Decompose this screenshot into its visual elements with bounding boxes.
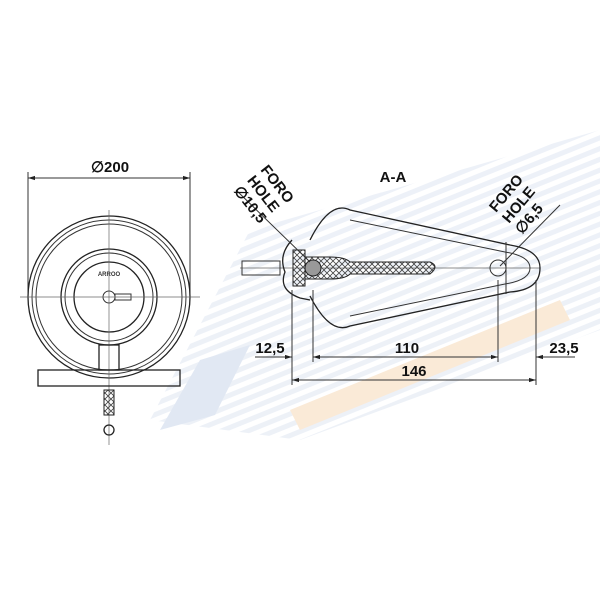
dim-left: 12,5 [255, 340, 284, 357]
dim-middle: 110 [395, 340, 419, 357]
watermark-logo [150, 130, 600, 440]
section-title: A-A [380, 169, 407, 186]
diameter-label: ∅200 [91, 159, 129, 176]
hole-left-label: FORO HOLE ∅10,5 [230, 162, 297, 227]
front-view: ∅200 ARROO [20, 159, 200, 445]
dim-right: 23,5 [549, 340, 578, 357]
dim-total: 146 [401, 363, 426, 380]
